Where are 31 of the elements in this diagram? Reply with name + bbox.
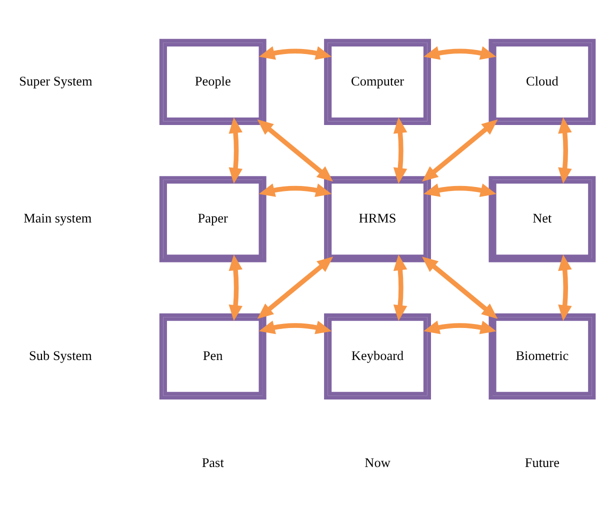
arrow xyxy=(558,116,572,184)
label: Main system xyxy=(24,210,92,226)
arrow xyxy=(257,256,334,318)
arrow xyxy=(424,320,496,334)
node-box: People xyxy=(159,38,266,125)
label: Future xyxy=(524,454,560,470)
node-box: Paper xyxy=(159,176,266,262)
arrow xyxy=(257,118,334,182)
node-box: Keyboard xyxy=(324,312,431,399)
arrow xyxy=(393,254,408,320)
arrow xyxy=(393,116,408,184)
arrow xyxy=(258,320,332,334)
label: Now xyxy=(364,454,390,470)
node-box: Computer xyxy=(324,38,431,125)
label: Super System xyxy=(19,72,92,88)
arrow xyxy=(558,254,572,320)
node-box: Net xyxy=(488,176,596,262)
arrow xyxy=(422,256,498,318)
arrow xyxy=(228,254,243,320)
node-box: HRMS xyxy=(324,176,431,262)
arrow xyxy=(228,116,243,184)
node-box: Biometric xyxy=(488,312,596,399)
node-box: Cloud xyxy=(488,38,596,125)
label: Past xyxy=(202,454,224,470)
arrow xyxy=(258,182,332,196)
arrow xyxy=(424,182,496,196)
node-box: Pen xyxy=(159,312,266,399)
arrow xyxy=(424,46,496,60)
arrow xyxy=(258,46,332,60)
arrow xyxy=(422,118,498,182)
label: Sub System xyxy=(29,347,92,362)
